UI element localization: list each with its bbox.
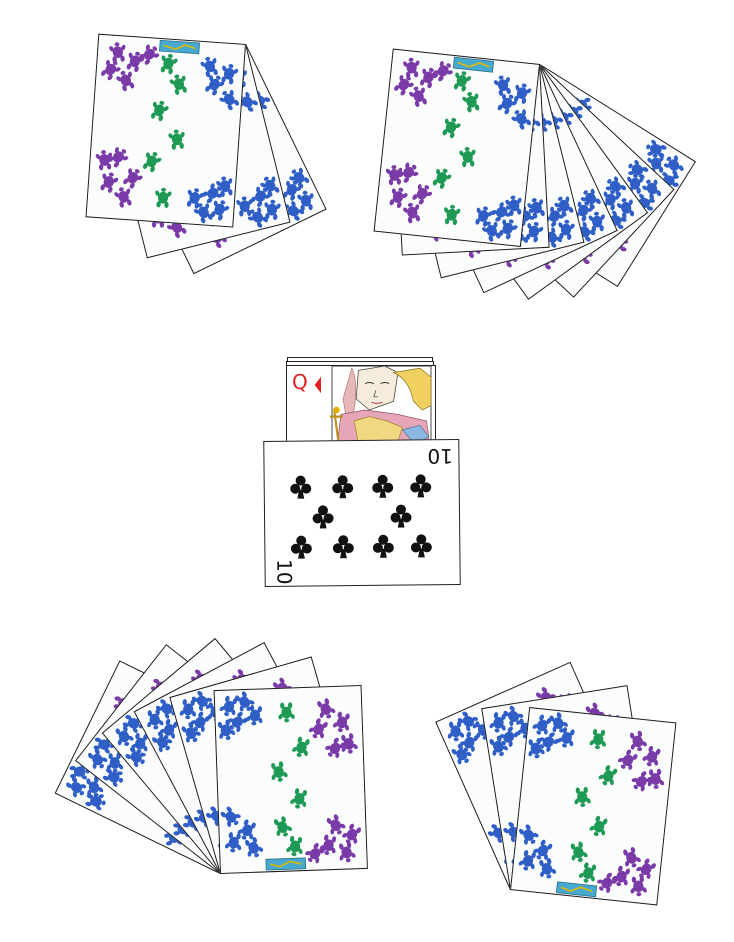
club-icon <box>390 504 412 528</box>
card-back-art <box>511 708 675 904</box>
club-icon <box>372 534 394 558</box>
ten-of-clubs-card[interactable]: 10 10 <box>263 438 461 588</box>
club-icon <box>372 474 394 498</box>
club-icon <box>410 474 432 498</box>
queen-rank: Q <box>292 370 308 394</box>
club-icon <box>312 505 334 529</box>
card-back-art <box>87 35 245 227</box>
club-icon <box>290 535 312 559</box>
club-icon <box>332 475 354 499</box>
club-icon <box>410 534 432 558</box>
ten-rank-top: 10 <box>426 444 453 469</box>
card-back[interactable] <box>85 33 246 228</box>
card-back[interactable] <box>510 707 677 906</box>
clubs-pips <box>290 474 432 559</box>
club-icon <box>332 535 354 559</box>
card-back-art <box>215 686 367 873</box>
club-icon <box>290 475 312 499</box>
card-back[interactable] <box>213 684 368 874</box>
card-back-art <box>375 50 539 246</box>
ten-rank-bottom: 10 <box>272 558 297 585</box>
card-back[interactable] <box>373 48 540 247</box>
